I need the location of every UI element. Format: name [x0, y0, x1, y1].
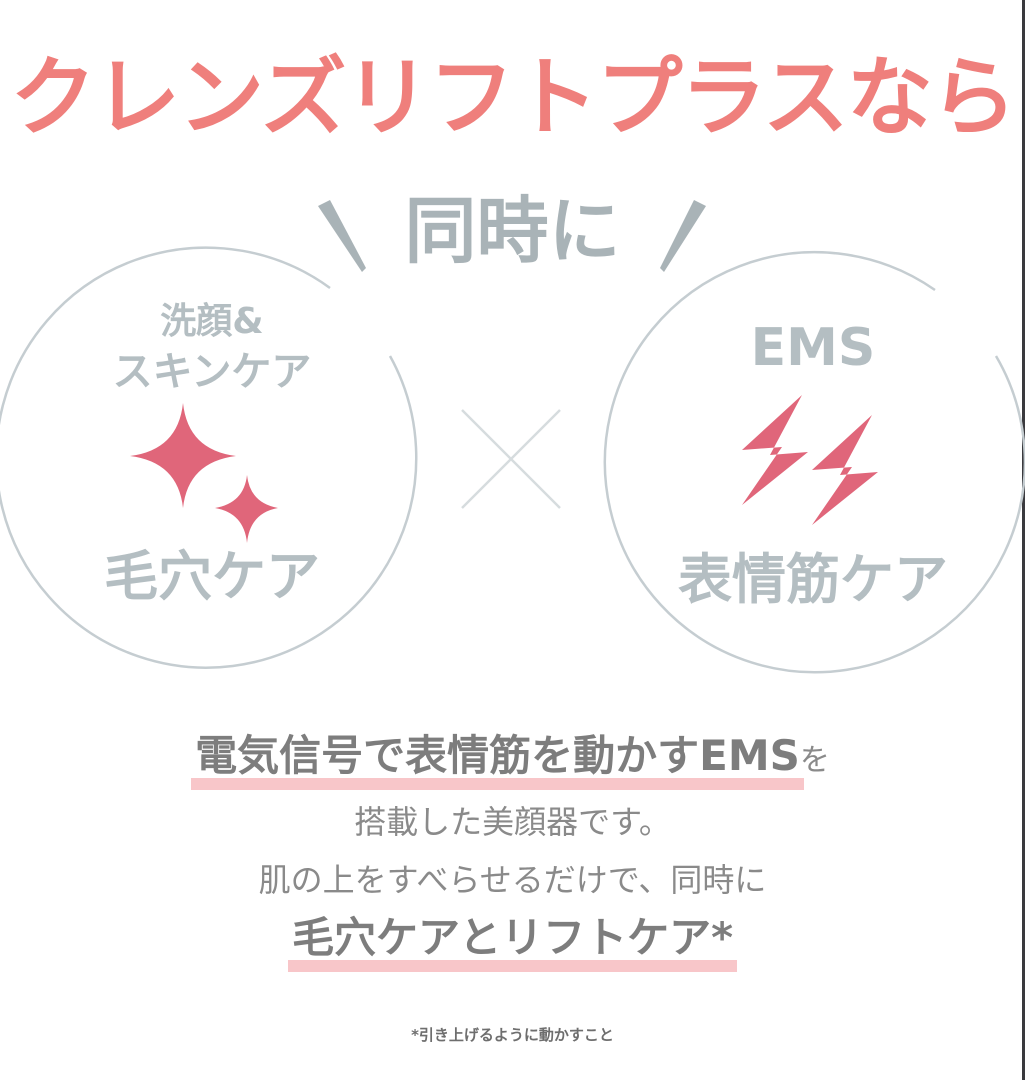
- lightning-icon: [742, 395, 878, 525]
- frame-edge: [1022, 0, 1025, 1080]
- emphasis-slash-left-icon: [318, 200, 366, 272]
- feature-left-top-line2: スキンケア: [112, 349, 312, 395]
- description-line3: 肌の上をすべらせるだけで、同時に: [258, 861, 767, 899]
- decorations: [0, 200, 1025, 674]
- description-highlight-1: 電気信号で表情筋を動かすEMS: [191, 728, 804, 790]
- feature-right-bottom: 表情筋ケア: [678, 548, 948, 611]
- description-line1: 電気信号で表情筋を動かすEMSを: [0, 728, 1025, 790]
- feature-left-bottom: 毛穴ケア: [104, 545, 320, 608]
- description-line4: 毛穴ケアとリフトケア*: [0, 910, 1025, 972]
- feature-right-top-line1: EMS: [750, 318, 876, 378]
- emphasis-slash-right-icon: [660, 200, 706, 272]
- circle-outline-left: [0, 246, 418, 669]
- description-line1-tail: を: [799, 743, 830, 778]
- headline-title: クレンズリフトプラスなら: [10, 48, 1017, 148]
- sparkle-icon: [130, 403, 278, 543]
- circle-outline-right: [603, 251, 1025, 674]
- feature-left-top-line1: 洗顔&: [160, 301, 264, 342]
- headline-subtitle: 同時に: [404, 189, 621, 273]
- description-highlight-2: 毛穴ケアとリフトケア*: [287, 910, 738, 972]
- footnote: *引き上げるように動かすこと: [411, 1026, 614, 1044]
- description-line2: 搭載した美顔器です。: [354, 803, 671, 841]
- multiply-icon: [461, 409, 561, 509]
